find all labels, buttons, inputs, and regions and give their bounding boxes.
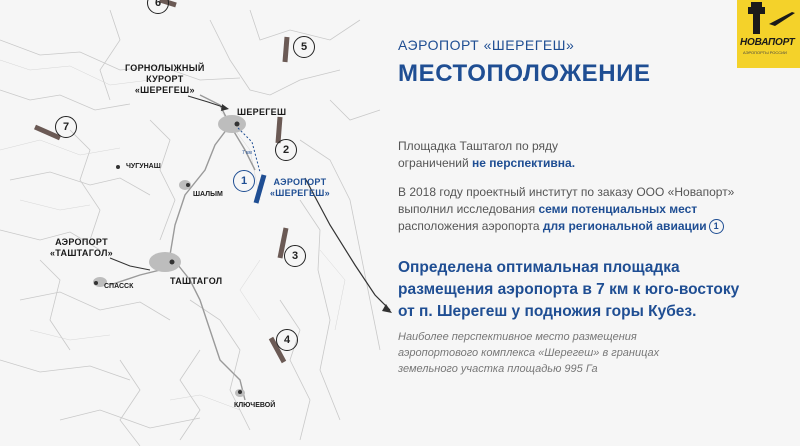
tashtagol-label: ТАШТАГОЛ bbox=[170, 276, 223, 286]
distance-label: 7 км bbox=[242, 150, 252, 156]
text-span: расположения аэропорта bbox=[398, 219, 543, 233]
site-marker-7: 7 bbox=[55, 116, 77, 138]
control-tower-icon bbox=[748, 2, 795, 34]
airport-sheregesh-label: АЭРОПОРТ «ШЕРЕГЕШ» bbox=[270, 177, 330, 198]
paragraph-line: выполнил исследования семи потенциальных… bbox=[398, 201, 734, 218]
chugunash-label: ЧУГУНАШ bbox=[126, 163, 161, 170]
paragraph-line: ограничений не перспективна. bbox=[398, 155, 575, 172]
paragraph-research: В 2018 году проектный институт по заказу… bbox=[398, 184, 734, 235]
logo-tagline: АЭРОПОРТЫ РОССИИ bbox=[743, 50, 787, 55]
bold-text: не перспективна. bbox=[472, 156, 576, 170]
highlight-text: Определена оптимальная площадка размещен… bbox=[398, 257, 739, 323]
highlight-line: размещения аэропорта в 7 км к юго-восток… bbox=[398, 281, 740, 298]
logo-wordmark: НОВАПОРТ bbox=[740, 37, 795, 48]
site-reference-badge: 1 bbox=[708, 219, 724, 235]
site-marker-1: 1 bbox=[233, 170, 255, 192]
shalym-label: ШАЛЫМ bbox=[193, 191, 223, 198]
airport-tashtagol-label: АЭРОПОРТ «ТАШТАГОЛ» bbox=[50, 237, 113, 258]
klyuchevoy-label: КЛЮЧЕВОЙ bbox=[234, 402, 276, 409]
resort-label: ГОРНОЛЫЖНЫЙ КУРОРТ «ШЕРЕГЕШ» bbox=[125, 63, 205, 95]
sheregesh-label: ШЕРЕГЕШ bbox=[237, 107, 287, 117]
note-line: земельного участка площадью 995 Га bbox=[398, 363, 598, 375]
footnote: Наиболее перспективное место размещения … bbox=[398, 329, 659, 377]
bold-text: семи потенциальных мест bbox=[538, 202, 698, 216]
paragraph-line: расположения аэропорта для региональной … bbox=[398, 218, 734, 235]
highlight-line: от п. Шерегеш у подножия горы Кубез. bbox=[398, 303, 697, 320]
page-kicker: АЭРОПОРТ «ШЕРЕГЕШ» bbox=[398, 37, 575, 53]
note-line: Наиболее перспективное место размещения bbox=[398, 331, 637, 343]
paragraph-tashtagol: Площадка Таштагол по ряду ограничений не… bbox=[398, 138, 575, 172]
site-marker-3: 3 bbox=[284, 245, 306, 267]
spassk-label: СПАССК bbox=[104, 283, 134, 290]
novaport-logo: НОВАПОРТ АЭРОПОРТЫ РОССИИ bbox=[737, 0, 800, 68]
paragraph-line: В 2018 году проектный институт по заказу… bbox=[398, 185, 735, 199]
note-line: аэропортового комплекса «Шерегеш» в гран… bbox=[398, 347, 660, 359]
site-marker-5: 5 bbox=[293, 36, 315, 58]
page-title: МЕСТОПОЛОЖЕНИЕ bbox=[398, 60, 651, 87]
highlight-line: Определена оптимальная площадка bbox=[398, 259, 680, 276]
site-marker-2: 2 bbox=[275, 139, 297, 161]
content-panel: АЭРОПОРТ «ШЕРЕГЕШ» МЕСТОПОЛОЖЕНИЕ Площад… bbox=[396, 0, 800, 446]
text-span: ограничений bbox=[398, 156, 473, 170]
site-marker-4: 4 bbox=[276, 329, 298, 351]
text-span: выполнил исследования bbox=[398, 202, 539, 216]
bold-text: для региональной авиации bbox=[542, 219, 707, 233]
paragraph-line: Площадка Таштагол по ряду bbox=[398, 139, 559, 153]
